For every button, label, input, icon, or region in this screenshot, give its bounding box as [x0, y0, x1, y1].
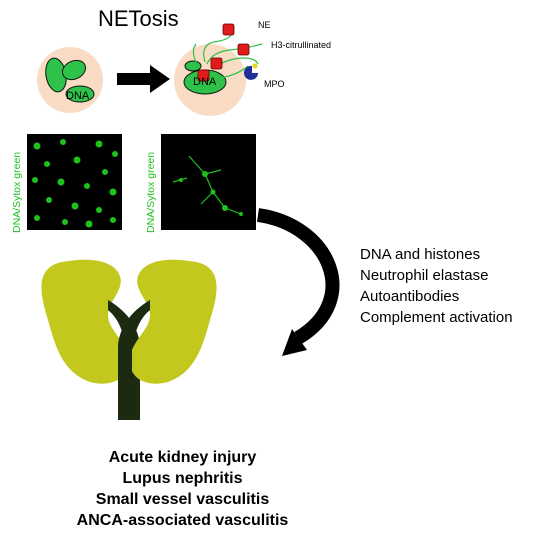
right-kidney-icon [118, 259, 217, 420]
micrograph-netosis [161, 134, 256, 230]
dna-label-resting: DNA [66, 90, 90, 102]
factor-item: Complement activation [360, 309, 513, 326]
process-arrow [117, 65, 170, 93]
disease-item: Acute kidney injury [108, 449, 257, 466]
neutrophil-cell-resting [37, 47, 103, 113]
disease-list: Acute kidney injury Lupus nephritis Smal… [0, 447, 365, 531]
dna-label-netosis: DNA [193, 76, 217, 88]
ne-protein-icon [197, 23, 250, 82]
pathogenic-factors-list: DNA and histones Neutrophil elastase Aut… [360, 244, 513, 328]
figure-title: NETosis [98, 6, 179, 31]
cell-spots [32, 139, 118, 228]
factor-item: Neutrophil elastase [360, 267, 489, 284]
net-strands [172, 155, 243, 216]
mpo-label: MPO [264, 79, 285, 89]
micrograph-resting [27, 134, 122, 230]
disease-item: Small vessel vasculitis [95, 491, 270, 508]
stain-label-netosis: DNA/Sytox green [145, 151, 157, 233]
factor-item: DNA and histones [360, 246, 481, 263]
h3-citrullinated-label: H3-citrullinated [271, 40, 332, 50]
ne-label: NE [258, 20, 271, 30]
curved-arrow [256, 208, 340, 356]
disease-item: Lupus nephritis [122, 470, 243, 487]
factor-item: Autoantibodies [360, 288, 460, 305]
stain-label-resting: DNA/Sytox green [11, 151, 23, 233]
disease-item: ANCA-associated vasculitis [76, 512, 289, 529]
mpo-protein-icon [244, 65, 258, 80]
neutrophil-cell-netosis [174, 23, 263, 116]
